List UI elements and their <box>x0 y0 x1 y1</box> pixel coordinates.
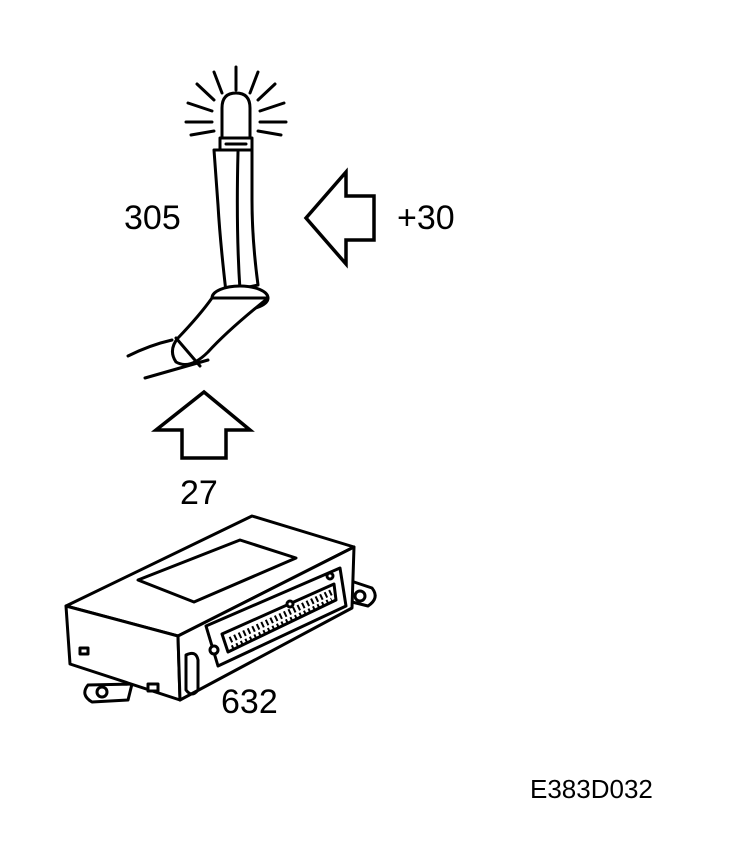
bulb-holder-wire <box>212 148 260 294</box>
bulb-part-label: 305 <box>124 199 181 237</box>
supply-label: +30 <box>397 199 455 237</box>
supply-arrow-left <box>303 167 376 269</box>
pin-label: 27 <box>180 474 218 512</box>
signal-arrow-up <box>150 389 255 460</box>
control-module-label: 632 <box>221 683 278 721</box>
cable-sleeve <box>126 284 270 380</box>
figure-reference: E383D032 <box>530 774 653 804</box>
bulb-glow-rays <box>184 65 288 137</box>
control-module-icon <box>64 514 377 704</box>
bulb-icon <box>218 91 254 152</box>
